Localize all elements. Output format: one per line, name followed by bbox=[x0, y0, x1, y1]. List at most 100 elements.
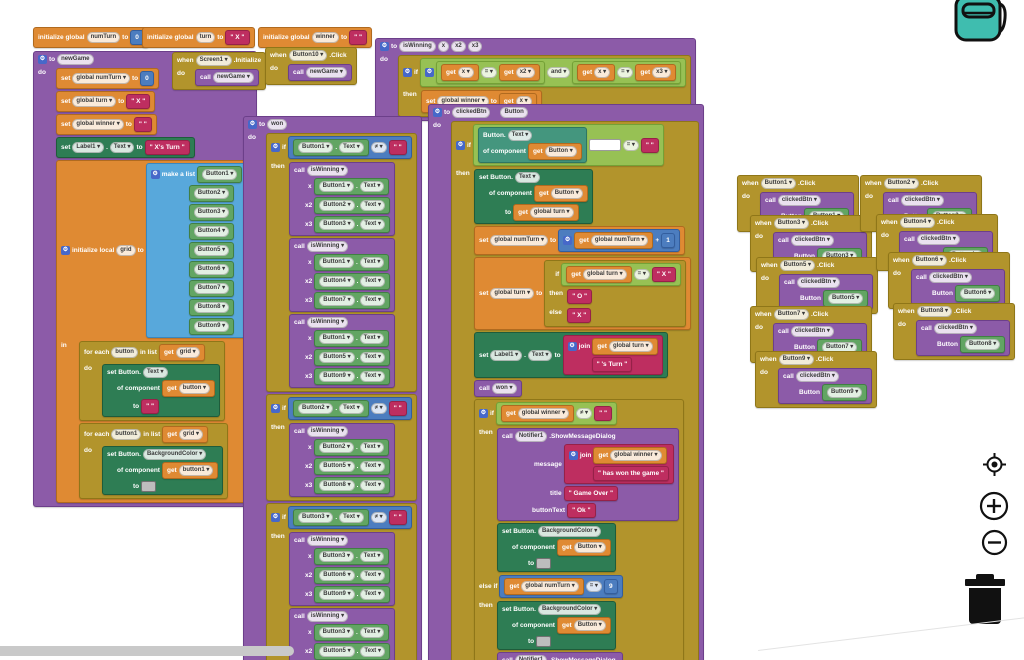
dropdown-chip[interactable]: global numTurn ▾ bbox=[490, 235, 548, 246]
dropdown-chip[interactable]: Button5 ▾ bbox=[319, 352, 355, 363]
block[interactable]: Button5 ▾.Text ▾ bbox=[314, 458, 390, 475]
set-Button-BackgroundColor-generic[interactable]: set Button.BackgroundColor ▾of component… bbox=[497, 601, 616, 650]
block[interactable]: " has won the game " bbox=[592, 466, 669, 481]
block[interactable]: Button2 ▾.Text ▾ bbox=[313, 439, 390, 456]
block[interactable]: Button5 ▾ bbox=[188, 242, 235, 259]
dropdown-chip[interactable]: isWinning ▾ bbox=[306, 241, 349, 252]
set-Button-BackgroundColor-generic[interactable]: set Button.BackgroundColor ▾of component… bbox=[102, 446, 224, 495]
dropdown-chip[interactable]: Text ▾ bbox=[360, 570, 385, 581]
dropdown-chip[interactable]: clickedBtn ▾ bbox=[916, 234, 960, 245]
dropdown-chip[interactable]: global numTurn ▾ bbox=[72, 73, 130, 84]
field-chip[interactable]: newGame bbox=[57, 54, 94, 65]
dropdown-chip[interactable]: Button1 ▾ bbox=[202, 169, 238, 180]
dropdown-chip[interactable]: Text ▾ bbox=[339, 403, 364, 414]
dropdown-chip[interactable]: Text ▾ bbox=[360, 461, 385, 472]
dropdown-chip[interactable]: global turn ▾ bbox=[582, 269, 627, 280]
dropdown-chip[interactable]: global numTurn ▾ bbox=[590, 235, 649, 246]
block[interactable]: " " bbox=[133, 117, 152, 132]
dropdown-chip[interactable]: Button3 ▾ bbox=[297, 512, 334, 523]
dropdown-chip[interactable]: Text ▾ bbox=[359, 551, 385, 562]
dropdown-chip[interactable]: Button4 ▾ bbox=[319, 276, 355, 287]
dropdown-chip[interactable]: Text ▾ bbox=[359, 257, 385, 268]
dropdown-chip[interactable]: Button2 ▾ bbox=[883, 178, 919, 189]
text-block[interactable]: " " bbox=[349, 30, 368, 45]
block[interactable]: " X " bbox=[651, 267, 676, 282]
dropdown-chip[interactable]: BackgroundColor ▾ bbox=[537, 526, 602, 537]
dropdown-chip[interactable]: Button9 ▾ bbox=[778, 354, 814, 365]
dropdown-chip[interactable]: Button3 ▾ bbox=[318, 551, 354, 562]
dropdown-chip[interactable]: BackgroundColor ▾ bbox=[142, 449, 207, 460]
dropdown-chip[interactable]: ≠ ▾ bbox=[370, 142, 387, 153]
block[interactable]: Button3 ▾ bbox=[188, 204, 235, 221]
dropdown-chip[interactable]: ≠ ▾ bbox=[576, 408, 593, 419]
dropdown-chip[interactable]: Button3 ▾ bbox=[318, 627, 354, 638]
block[interactable]: " " bbox=[594, 406, 613, 421]
dropdown-chip[interactable]: Button6 ▾ bbox=[911, 255, 947, 266]
block[interactable]: Button6 ▾ bbox=[188, 261, 235, 278]
dropdown-chip[interactable]: Button2 ▾ bbox=[297, 403, 334, 414]
block[interactable]: " " bbox=[388, 510, 407, 525]
dropdown-chip[interactable]: x3 ▾ bbox=[652, 67, 672, 78]
block[interactable]: " " bbox=[141, 399, 160, 414]
gear-icon[interactable]: ⚙ bbox=[456, 140, 465, 150]
block[interactable]: Button3 ▾.Text ▾ bbox=[313, 624, 390, 641]
block[interactable]: " O " bbox=[567, 289, 593, 304]
color-swatch[interactable] bbox=[536, 558, 552, 569]
dropdown-chip[interactable]: global turn ▾ bbox=[529, 207, 574, 218]
dropdown-chip[interactable]: clickedBtn ▾ bbox=[933, 323, 977, 334]
field-chip[interactable]: turn bbox=[195, 32, 216, 43]
zoom-in-icon[interactable] bbox=[979, 491, 1009, 526]
dropdown-chip[interactable]: Button1 ▾ bbox=[297, 142, 334, 153]
dropdown-chip[interactable]: Button9 ▾ bbox=[826, 387, 863, 398]
field-chip[interactable]: winner bbox=[311, 32, 339, 43]
field-chip[interactable]: grid bbox=[116, 245, 136, 256]
block[interactable]: Button7 ▾.Text ▾ bbox=[314, 292, 390, 309]
field-chip[interactable]: clickedBtn bbox=[452, 107, 491, 118]
dropdown-chip[interactable]: Button3 ▾ bbox=[773, 218, 809, 229]
gear-icon[interactable]: ⚙ bbox=[567, 342, 577, 351]
dropdown-chip[interactable]: Text ▾ bbox=[339, 142, 364, 153]
block[interactable]: Button3 ▾.Text ▾ bbox=[313, 548, 390, 565]
dropdown-chip[interactable]: ≠ ▾ bbox=[370, 512, 387, 523]
block[interactable]: Button3 ▾.Text ▾≠ ▾" " bbox=[287, 506, 412, 529]
dropdown-chip[interactable]: = ▾ bbox=[480, 67, 497, 78]
field-chip[interactable]: x bbox=[437, 41, 450, 52]
block[interactable]: Button9 ▾.Text ▾ bbox=[314, 586, 390, 603]
block[interactable]: Button8 ▾.Text ▾ bbox=[314, 477, 390, 494]
dropdown-chip[interactable]: Text ▾ bbox=[514, 172, 540, 183]
dropdown-chip[interactable]: clickedBtn ▾ bbox=[795, 371, 839, 382]
text-block[interactable]: " X " bbox=[225, 30, 250, 45]
dropdown-chip[interactable]: Text ▾ bbox=[359, 333, 385, 344]
dropdown-chip[interactable]: Button6 ▾ bbox=[319, 570, 355, 581]
